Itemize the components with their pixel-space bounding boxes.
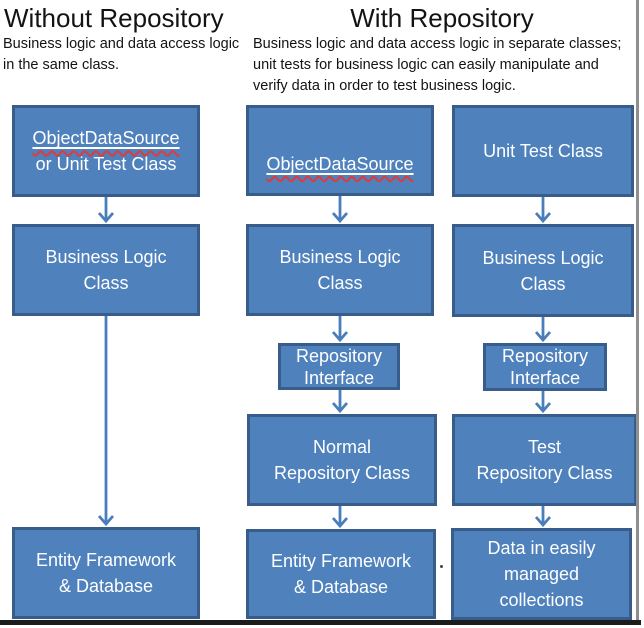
box-label: ObjectDataSource or Unit Test Class: [32, 99, 179, 203]
box-mid-objectdatasource: ObjectDataSource: [246, 105, 434, 196]
without-repository-title: Without Repository: [4, 3, 224, 33]
box-label: Business Logic Class: [482, 247, 604, 294]
with-repository-title: With Repository: [350, 3, 534, 33]
box-label: ObjectDataSource: [266, 125, 413, 177]
box-label: Entity Framework & Database: [35, 550, 177, 596]
box-label-line: or Unit Test Class: [35, 154, 177, 174]
spellcheck-squiggle: ObjectDataSource: [32, 128, 179, 148]
underlined-text: ObjectDataSource: [266, 153, 414, 174]
box-label: Repository Interface: [295, 345, 383, 388]
box-mid-repository-interface: Repository Interface: [278, 343, 400, 390]
box-label: Entity Framework & Database: [270, 551, 412, 597]
arrow-down-icon: [534, 506, 552, 528]
arrow-down-icon: [534, 391, 552, 414]
arrow-down-icon: [331, 390, 349, 414]
box-right-unit-test-class: Unit Test Class: [452, 105, 634, 197]
box-label: Repository Interface: [501, 346, 589, 388]
box-mid-entity-framework-database: Entity Framework & Database: [246, 529, 436, 619]
with-repository-description: Business logic and data access logic in …: [253, 36, 622, 94]
box-label: Data in easily managed collections: [487, 538, 596, 610]
arrow-down-icon: [534, 197, 552, 224]
arrow-down-icon: [534, 317, 552, 343]
box-right-business-logic-class: Business Logic Class: [452, 224, 634, 317]
arrow-down-icon: [331, 506, 349, 529]
stray-dot: [440, 565, 443, 568]
screenshot-frame-bottom: [0, 620, 641, 625]
box-label: Unit Test Class: [483, 141, 603, 161]
box-right-data-in-easily-managed-collections: Data in easily managed collections: [451, 528, 632, 620]
screenshot-frame-right: [636, 0, 639, 625]
without-repository-description: Business logic and data access logic in …: [3, 36, 240, 73]
arrow-down-icon: [97, 197, 115, 224]
box-label: Normal Repository Class: [273, 437, 411, 483]
box-label: Test Repository Class: [476, 437, 613, 483]
box-left-objectdatasource-or-unit-test-class: ObjectDataSource or Unit Test Class: [12, 105, 200, 197]
box-mid-business-logic-class: Business Logic Class: [246, 224, 434, 316]
box-left-business-logic-class: Business Logic Class: [12, 224, 200, 316]
arrow-down-icon: [97, 316, 115, 527]
box-mid-normal-repository-class: Normal Repository Class: [247, 414, 437, 506]
box-right-repository-interface: Repository Interface: [483, 343, 607, 391]
box-left-entity-framework-database: Entity Framework & Database: [12, 527, 200, 619]
spellcheck-squiggle: ObjectDataSource: [266, 154, 413, 174]
box-label: Business Logic Class: [279, 247, 401, 293]
box-right-test-repository-class: Test Repository Class: [452, 414, 637, 506]
arrow-down-icon: [331, 316, 349, 343]
underlined-text: ObjectDataSource: [32, 128, 180, 148]
arrow-down-icon: [331, 196, 349, 224]
box-label: Business Logic Class: [45, 247, 167, 293]
